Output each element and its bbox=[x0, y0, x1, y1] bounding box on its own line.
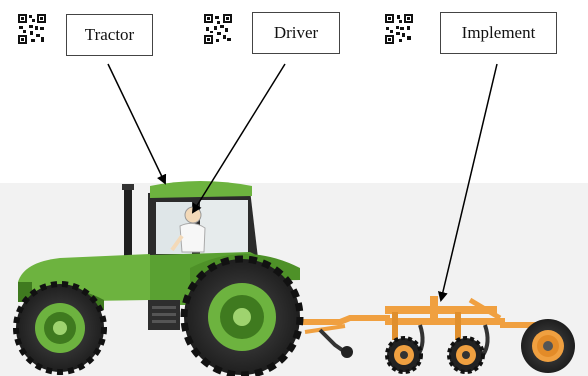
qr-code-icon bbox=[204, 14, 232, 44]
implement bbox=[300, 296, 575, 374]
label-implement: Implement bbox=[440, 12, 557, 54]
driver-figure bbox=[170, 206, 206, 253]
arrow-implement bbox=[437, 63, 498, 302]
label-driver: Driver bbox=[252, 12, 340, 54]
arrow-driver bbox=[191, 63, 286, 214]
tractor-rear-wheel bbox=[180, 255, 304, 376]
tractor-front-wheel bbox=[13, 281, 107, 375]
implement-wheel bbox=[521, 319, 575, 373]
implement-disc bbox=[447, 336, 485, 374]
label-tractor: Tractor bbox=[66, 14, 153, 56]
tractor bbox=[13, 181, 304, 376]
arrow-tractor bbox=[107, 63, 167, 185]
qr-code-icon bbox=[18, 14, 46, 44]
implement-disc bbox=[385, 336, 423, 374]
qr-code-icon bbox=[385, 14, 413, 44]
